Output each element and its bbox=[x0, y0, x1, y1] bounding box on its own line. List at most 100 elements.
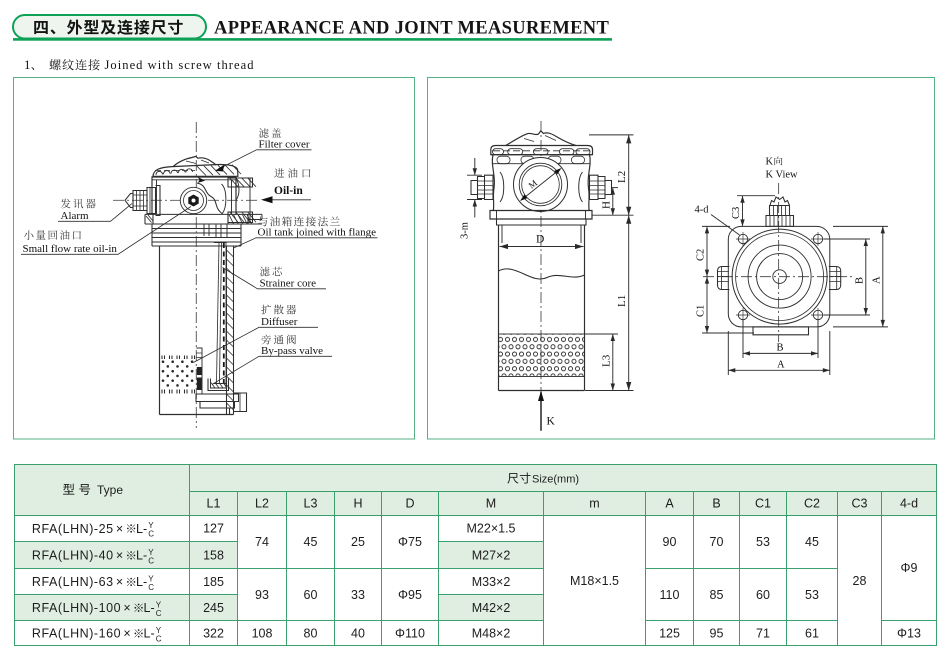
svg-text:158: 158 bbox=[203, 549, 224, 563]
svg-text:60: 60 bbox=[304, 588, 318, 602]
svg-text:K View: K View bbox=[766, 170, 799, 181]
svg-text:B: B bbox=[854, 277, 865, 284]
svg-text:C: C bbox=[156, 609, 162, 618]
svg-text:33: 33 bbox=[351, 588, 365, 602]
svg-text:53: 53 bbox=[756, 535, 770, 549]
svg-text:4-d: 4-d bbox=[695, 205, 710, 216]
svg-text:L2: L2 bbox=[255, 497, 269, 511]
svg-text:Small flow rate oil-in: Small flow rate oil-in bbox=[23, 243, 118, 255]
svg-text:C2: C2 bbox=[696, 249, 707, 261]
svg-text:A: A bbox=[777, 360, 785, 371]
svg-text:108: 108 bbox=[252, 627, 273, 641]
svg-text:C: C bbox=[148, 530, 154, 539]
svg-text:40: 40 bbox=[351, 627, 365, 641]
svg-text:C3: C3 bbox=[731, 207, 742, 219]
svg-text:45: 45 bbox=[805, 535, 819, 549]
svg-text:90: 90 bbox=[663, 535, 677, 549]
svg-text:K: K bbox=[547, 416, 556, 428]
svg-text:Oil tank joined with flange: Oil tank joined with flange bbox=[258, 227, 377, 239]
svg-text:M18×1.5: M18×1.5 bbox=[570, 574, 619, 588]
svg-text:Y: Y bbox=[148, 521, 154, 530]
svg-text:B: B bbox=[777, 343, 784, 354]
svg-text:Φ110: Φ110 bbox=[395, 627, 425, 641]
svg-text:Strainer core: Strainer core bbox=[260, 278, 317, 290]
svg-text:M42×2: M42×2 bbox=[472, 601, 511, 615]
svg-text:M27×2: M27×2 bbox=[472, 549, 511, 563]
svg-text:110: 110 bbox=[660, 588, 680, 602]
svg-text:71: 71 bbox=[756, 627, 770, 641]
svg-text:L1: L1 bbox=[616, 295, 628, 307]
svg-text:By-pass valve: By-pass valve bbox=[261, 345, 323, 357]
svg-text:D: D bbox=[405, 497, 414, 511]
svg-text:A: A bbox=[871, 276, 882, 284]
svg-text:M: M bbox=[486, 497, 496, 511]
svg-text:80: 80 bbox=[304, 627, 318, 641]
svg-text:Oil-in: Oil-in bbox=[274, 185, 303, 197]
svg-text:74: 74 bbox=[255, 535, 269, 549]
svg-text:245: 245 bbox=[203, 601, 224, 615]
svg-text:RFA(LHN)-160: RFA(LHN)-160 bbox=[32, 627, 121, 641]
svg-text:28: 28 bbox=[853, 574, 867, 588]
svg-text:C: C bbox=[148, 557, 154, 566]
svg-text:×: × bbox=[123, 601, 130, 615]
svg-text:C2: C2 bbox=[804, 497, 820, 511]
svg-text:C: C bbox=[148, 583, 154, 592]
svg-text:Joined with screw thread: Joined with screw thread bbox=[105, 58, 255, 72]
svg-text:C3: C3 bbox=[852, 497, 868, 511]
svg-text:Type: Type bbox=[97, 483, 123, 497]
svg-text:Y: Y bbox=[148, 548, 154, 557]
svg-text:60: 60 bbox=[756, 588, 770, 602]
svg-text:L2: L2 bbox=[616, 171, 628, 183]
svg-text:C: C bbox=[156, 635, 162, 644]
svg-text:D: D bbox=[536, 234, 544, 246]
svg-text:×: × bbox=[116, 522, 123, 536]
svg-text:Φ75: Φ75 bbox=[398, 535, 422, 549]
svg-text:185: 185 bbox=[203, 575, 224, 589]
svg-text:70: 70 bbox=[710, 535, 724, 549]
svg-text:Alarm: Alarm bbox=[61, 210, 90, 222]
svg-text:M48×2: M48×2 bbox=[472, 627, 511, 641]
svg-text:Size(mm): Size(mm) bbox=[532, 473, 579, 485]
svg-text:85: 85 bbox=[710, 588, 724, 602]
svg-text:RFA(LHN)-63: RFA(LHN)-63 bbox=[32, 575, 114, 589]
svg-text:93: 93 bbox=[255, 588, 269, 602]
svg-text:125: 125 bbox=[659, 627, 680, 641]
svg-text:L1: L1 bbox=[207, 497, 221, 511]
svg-text:Diffuser: Diffuser bbox=[261, 316, 298, 328]
svg-text:L-: L- bbox=[136, 522, 147, 536]
svg-text:127: 127 bbox=[203, 522, 224, 536]
svg-text:Filter cover: Filter cover bbox=[259, 139, 310, 151]
svg-text:1: 1 bbox=[24, 57, 31, 72]
svg-text:C1: C1 bbox=[696, 305, 707, 317]
svg-text:×: × bbox=[116, 575, 123, 589]
svg-text:m: m bbox=[589, 497, 599, 511]
svg-text:H: H bbox=[353, 497, 362, 511]
svg-text:Y: Y bbox=[156, 601, 162, 610]
svg-text:Y: Y bbox=[156, 626, 162, 635]
svg-text:45: 45 bbox=[304, 535, 318, 549]
svg-text:A: A bbox=[665, 497, 674, 511]
svg-text:Y: Y bbox=[148, 575, 154, 584]
svg-text:Φ9: Φ9 bbox=[901, 561, 918, 575]
svg-text:APPEARANCE AND JOINT MEASUREME: APPEARANCE AND JOINT MEASUREMENT bbox=[214, 19, 609, 39]
svg-text:Φ13: Φ13 bbox=[897, 627, 921, 641]
svg-text:RFA(LHN)-40: RFA(LHN)-40 bbox=[32, 549, 114, 563]
svg-text:4-d: 4-d bbox=[900, 497, 918, 511]
svg-text:×: × bbox=[116, 549, 123, 563]
svg-text:L3: L3 bbox=[600, 354, 612, 367]
svg-text:RFA(LHN)-25: RFA(LHN)-25 bbox=[32, 522, 114, 536]
svg-text:95: 95 bbox=[710, 627, 724, 641]
svg-text:3-m: 3-m bbox=[460, 222, 471, 239]
svg-text:×: × bbox=[123, 627, 130, 641]
svg-text:H: H bbox=[600, 201, 612, 209]
svg-text:M22×1.5: M22×1.5 bbox=[467, 522, 516, 536]
svg-text:L-: L- bbox=[136, 575, 147, 589]
svg-text:L3: L3 bbox=[304, 497, 318, 511]
svg-text:B: B bbox=[712, 497, 720, 511]
svg-text:322: 322 bbox=[203, 627, 224, 641]
svg-text:53: 53 bbox=[805, 588, 819, 602]
svg-text:L-: L- bbox=[144, 601, 155, 615]
svg-text:C1: C1 bbox=[755, 497, 771, 511]
svg-text:Φ95: Φ95 bbox=[398, 588, 422, 602]
svg-text:L-: L- bbox=[144, 627, 155, 641]
